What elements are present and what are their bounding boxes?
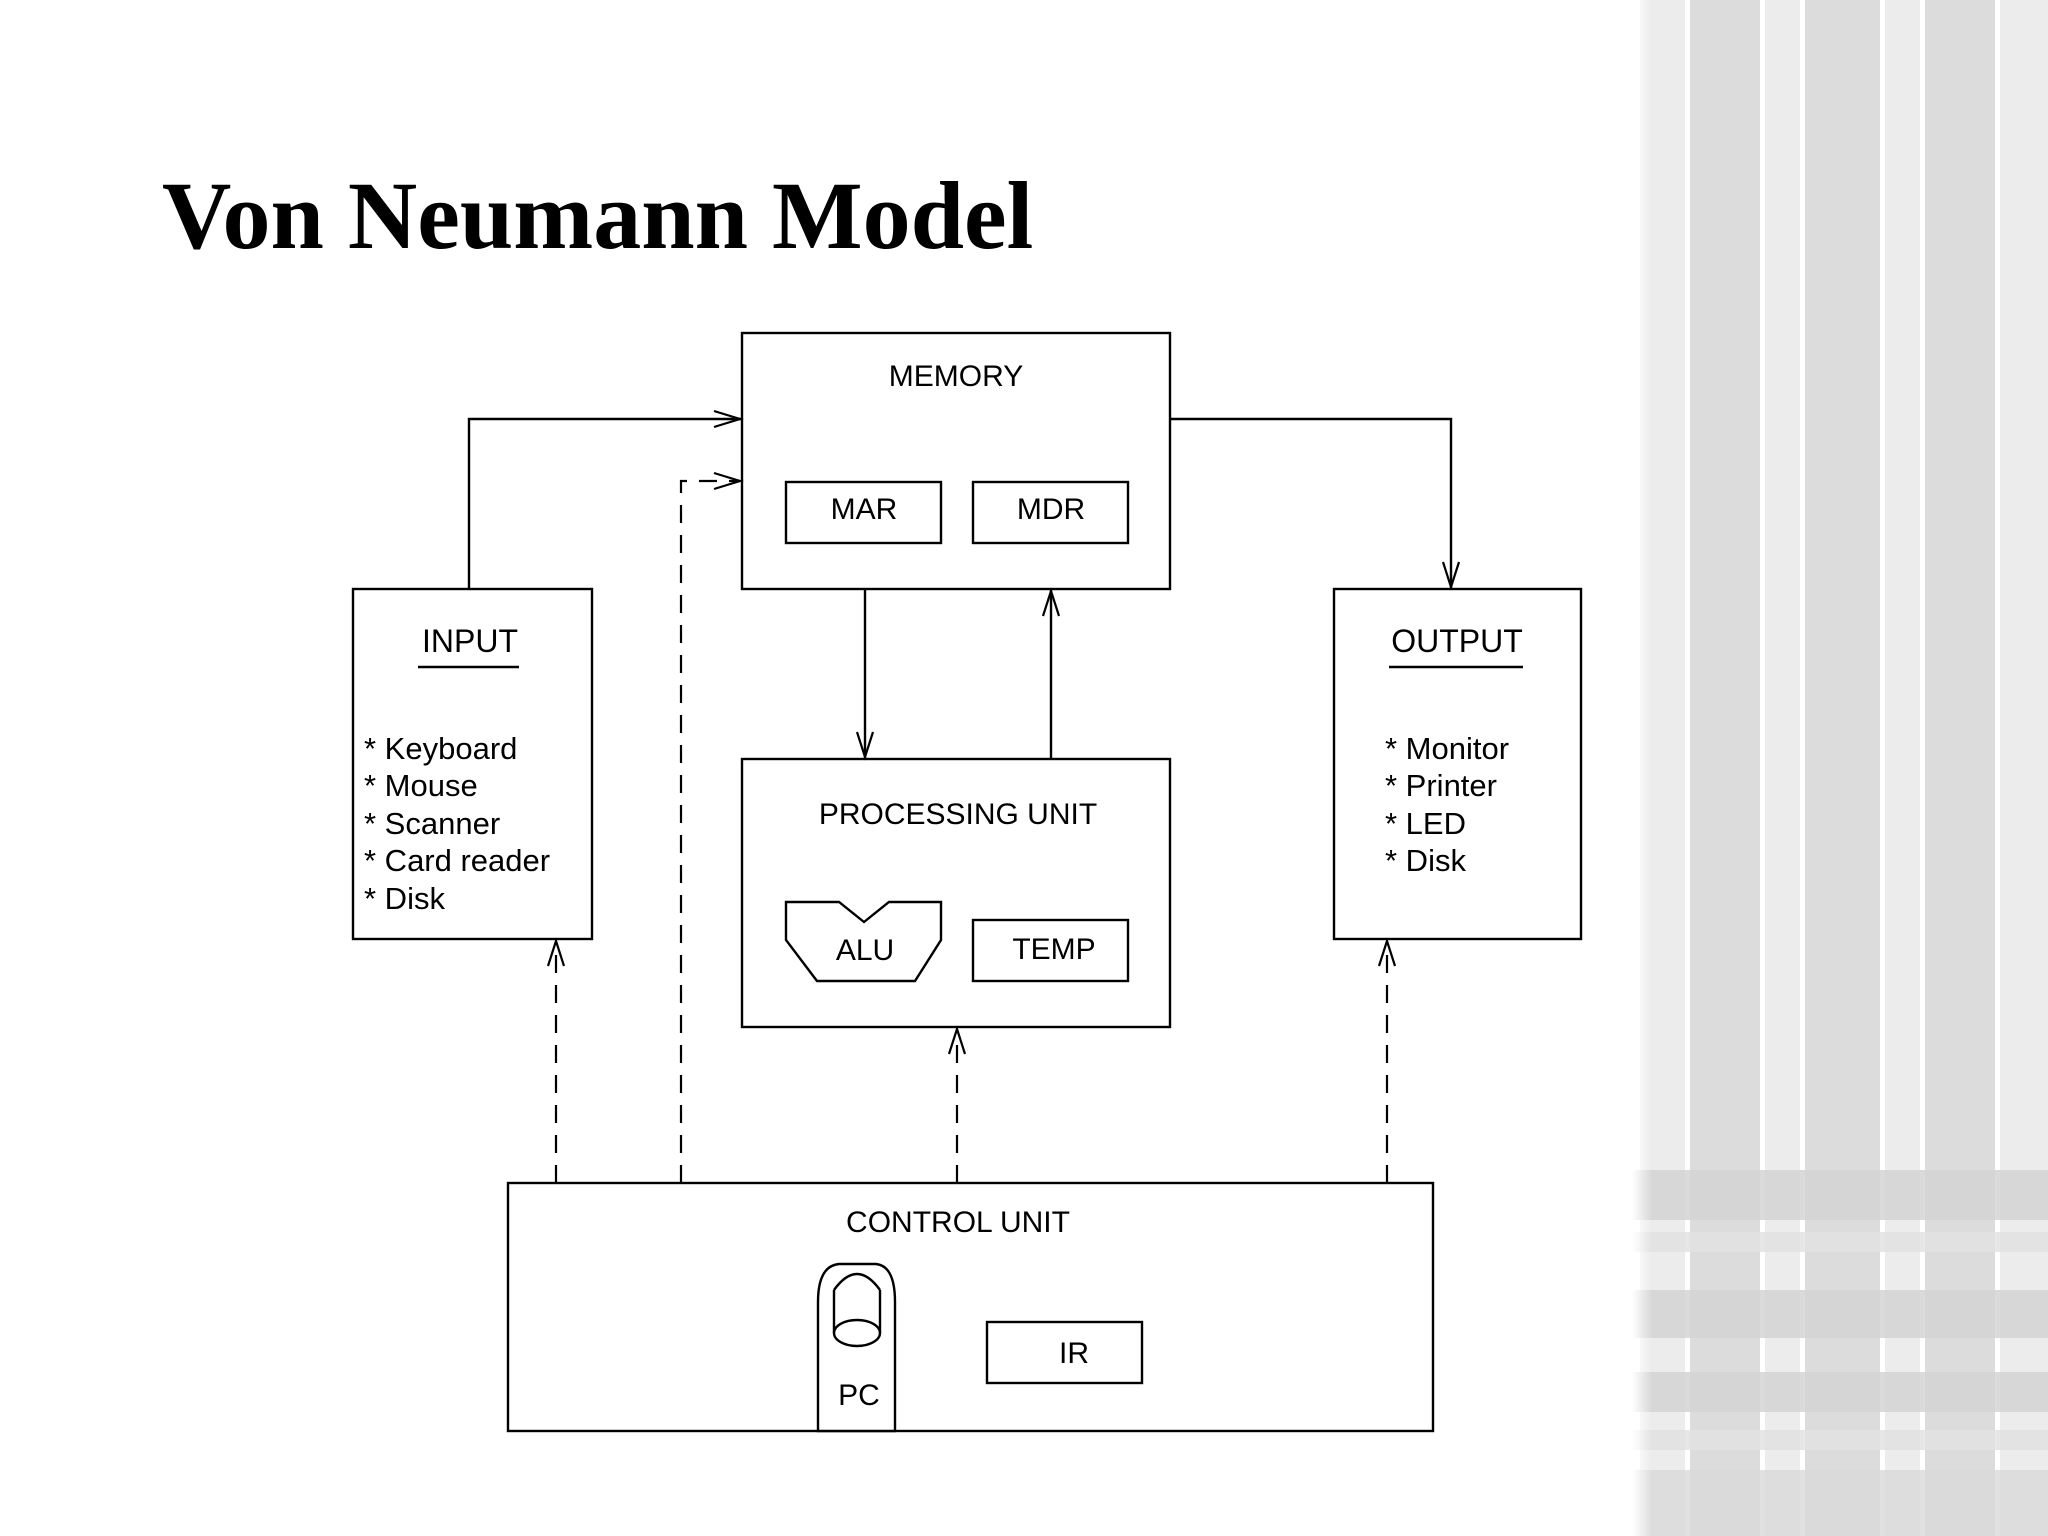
slide-title: Von Neumann Model xyxy=(162,162,1034,269)
control-unit-block: CONTROL UNIT PC IR xyxy=(506,1181,1435,1433)
input-item: * Mouse xyxy=(364,768,478,803)
input-block: INPUT * Keyboard * Mouse * Scanner * Car… xyxy=(351,587,594,941)
alu-label: ALU xyxy=(836,934,894,967)
processing-unit-block: PROCESSING UNIT ALU TEMP xyxy=(740,757,1172,1029)
output-item: * Disk xyxy=(1385,843,1466,878)
output-block: OUTPUT * Monitor * Printer * LED * Disk xyxy=(1332,587,1583,941)
input-item: * Card reader xyxy=(364,843,550,878)
control-to-output-arrow xyxy=(1377,937,1397,1183)
input-item: * Scanner xyxy=(364,806,500,841)
mdr-register: MDR xyxy=(971,480,1130,545)
control-unit-label: CONTROL UNIT xyxy=(846,1206,1070,1239)
input-item: * Disk xyxy=(364,881,445,916)
memory-label: MEMORY xyxy=(889,360,1023,393)
alu-shape: ALU xyxy=(784,900,943,983)
memory-to-processing-arrow xyxy=(855,589,875,761)
memory-block: MEMORY MAR MDR xyxy=(740,331,1172,591)
pc-register: PC xyxy=(816,1262,897,1433)
control-to-memory-arrow xyxy=(679,471,744,1183)
pc-label: PC xyxy=(838,1379,880,1412)
input-label: INPUT xyxy=(422,623,518,659)
output-item: * Printer xyxy=(1385,768,1497,803)
ir-register: IR xyxy=(985,1320,1144,1385)
control-to-input-arrow xyxy=(546,937,566,1183)
input-to-memory-arrow xyxy=(467,409,744,589)
temp-label: TEMP xyxy=(1012,933,1095,966)
output-item: * LED xyxy=(1385,806,1466,841)
output-label: OUTPUT xyxy=(1391,623,1523,659)
mar-label: MAR xyxy=(831,493,898,526)
control-to-processing-arrow xyxy=(947,1025,967,1183)
mar-register: MAR xyxy=(784,480,943,545)
processing-unit-label: PROCESSING UNIT xyxy=(819,798,1097,831)
processing-to-memory-arrow xyxy=(1041,587,1061,759)
mdr-label: MDR xyxy=(1017,493,1085,526)
output-item: * Monitor xyxy=(1385,731,1509,766)
temp-register: TEMP xyxy=(971,918,1130,983)
memory-to-output-arrow xyxy=(1170,417,1461,591)
input-item: * Keyboard xyxy=(364,731,517,766)
ir-label: IR xyxy=(1059,1337,1089,1370)
